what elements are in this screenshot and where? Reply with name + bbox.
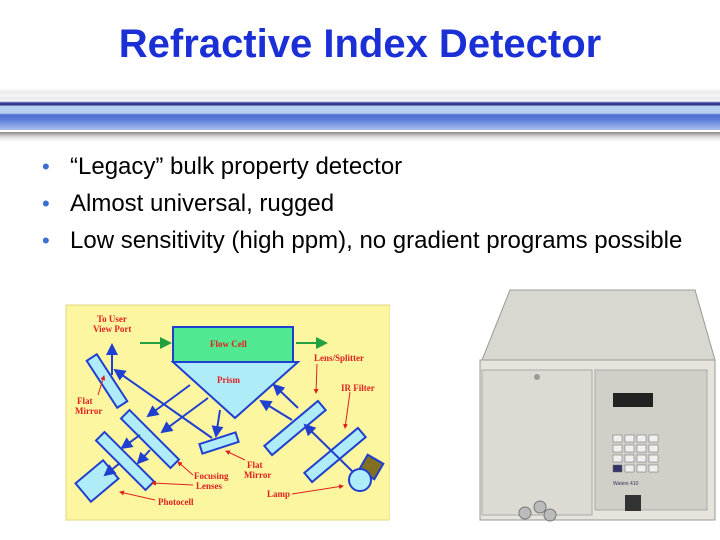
bullet-item: • “Legacy” bulk property detector [40, 152, 700, 181]
photo-panel-label: Waters 410 [613, 481, 639, 487]
detector-photo: Waters 410 [479, 289, 716, 522]
label-flat-mirror-2: Flat [247, 460, 263, 470]
label-ir-filter: IR Filter [341, 383, 375, 393]
lamp [348, 468, 372, 492]
label-flow-cell: Flow Cell [210, 339, 247, 349]
bullet-item: • Low sensitivity (high ppm), no gradient… [40, 226, 700, 255]
slide-title: Refractive Index Detector [118, 22, 602, 66]
header-divider-shadow [0, 132, 720, 142]
label-photocell: Photocell [158, 497, 194, 507]
flat-mirror-1 [85, 352, 129, 410]
prism [170, 361, 301, 420]
ri-detector-optics-diagram: To User View Port Flow Cell Prism Lens/S… [65, 304, 390, 521]
bullet-text: “Legacy” bulk property detector [70, 153, 403, 180]
label-to-user: To User [97, 314, 127, 324]
label-flat-mirror-2b: Mirror [244, 470, 271, 480]
label-flat-mirror-1: Flat [77, 396, 93, 406]
bullet-text: Almost universal, rugged [70, 190, 335, 217]
bullet-item: • Almost universal, rugged [40, 189, 700, 218]
label-prism: Prism [217, 375, 240, 385]
label-focusing: Focusing [194, 471, 229, 481]
bullet-icon: • [42, 154, 50, 179]
label-flat-mirror-1b: Mirror [75, 406, 102, 416]
bullet-text: Low sensitivity (high ppm), no gradient … [70, 227, 683, 254]
label-lens-splitter: Lens/Splitter [314, 353, 364, 363]
label-lamp: Lamp [267, 489, 290, 499]
bullet-icon: • [42, 191, 50, 216]
focusing-lens-2 [94, 430, 156, 492]
header-divider-band [0, 88, 720, 130]
bullet-list: • “Legacy” bulk property detector • Almost… [40, 152, 700, 263]
bullet-icon: • [42, 228, 50, 253]
focusing-lens-1 [119, 408, 181, 470]
lens-splitter [262, 399, 328, 457]
flat-mirror-2 [198, 431, 240, 455]
flow-cell [172, 326, 294, 363]
label-lenses: Lenses [196, 481, 223, 491]
label-view-port: View Port [93, 324, 131, 334]
